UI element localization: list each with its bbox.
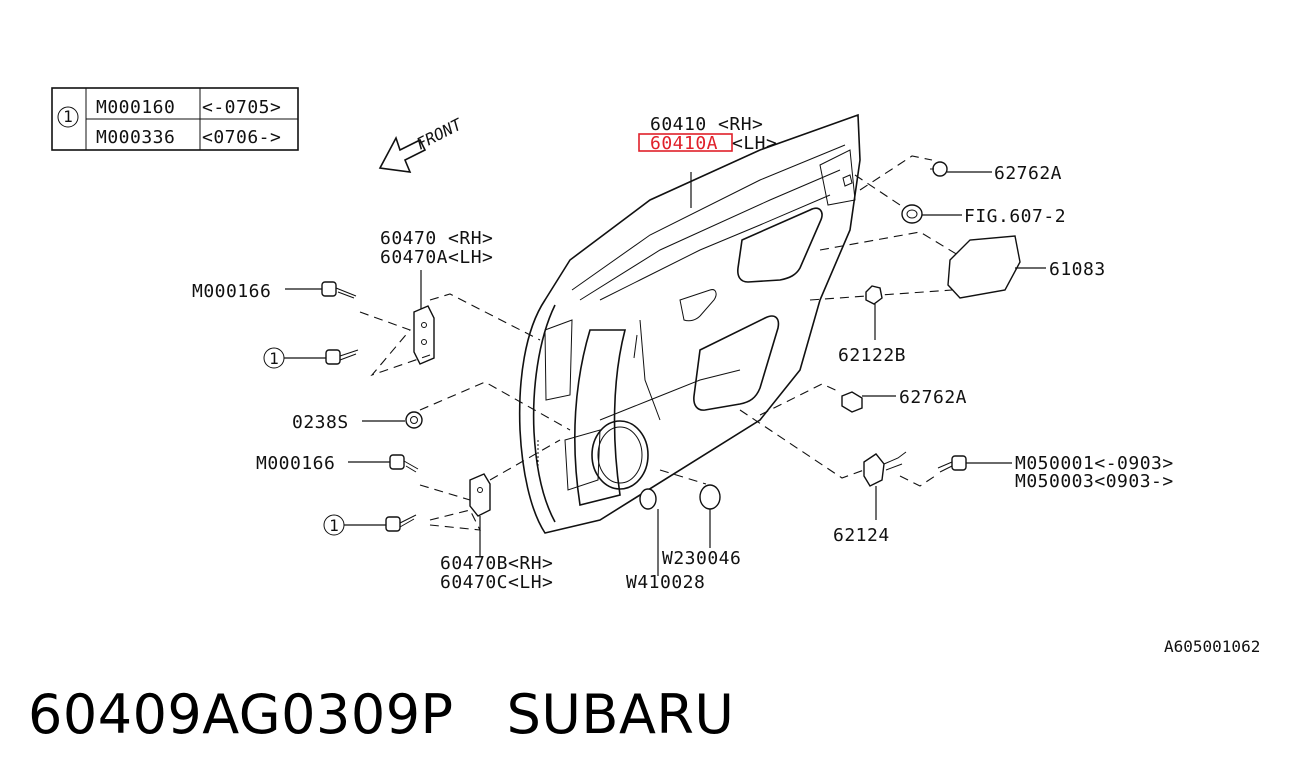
hinge-upper: [413, 305, 435, 365]
screw-M050001-icon: [937, 455, 967, 473]
plug-W410028: [639, 488, 657, 510]
latch-62124: [863, 451, 907, 487]
footer-part-number: 60409AG0309P: [28, 683, 454, 746]
label-60470C-lh: 60470C<LH>: [440, 572, 553, 593]
label-62762A-mid: 62762A: [899, 387, 967, 408]
grommet-icon: [901, 204, 923, 224]
label-60470-rh: 60470 <RH>: [380, 228, 493, 249]
legend-range-2: <0706->: [202, 127, 281, 148]
label-62762A-top: 62762A: [994, 163, 1062, 184]
legend-marker: 1: [63, 107, 73, 126]
marker-lower: 1: [329, 516, 339, 535]
label-62122B: 62122B: [838, 345, 906, 366]
clip-62122B: [865, 285, 883, 305]
plug-62762A-mid: [841, 391, 863, 413]
marker-upper: 1: [269, 349, 279, 368]
hinge-lower: [469, 473, 491, 517]
nut-0238S-icon: [405, 411, 423, 429]
label-M050001: M050001<-0903>: [1015, 453, 1174, 474]
legend-table: 1 M000160 <-0705> M000336 <0706->: [51, 87, 299, 151]
plug-62762A-top: [930, 161, 948, 177]
legend-part-2: M000336: [96, 127, 175, 148]
cover-61083: [947, 235, 1021, 299]
footer-title: 60409AG0309P SUBARU: [28, 683, 734, 746]
highlight-box: [638, 133, 733, 152]
bolt-marker-upper-icon: [325, 349, 359, 365]
label-60470B-rh: 60470B<RH>: [440, 553, 553, 574]
diagram-id: A605001062: [1164, 637, 1260, 656]
bolt-upper-icon: [321, 281, 357, 299]
label-W410028: W410028: [626, 572, 705, 593]
legend-marker-circle: [57, 106, 79, 128]
legend-part-1: M000160: [96, 97, 175, 118]
bolt-marker-lower-icon: [385, 514, 417, 532]
front-arrow-icon: FRONT: [378, 114, 466, 173]
door-panel: [518, 113, 861, 534]
legend-range-1: <-0705>: [202, 97, 281, 118]
label-60410A-code[interactable]: 60410A: [650, 133, 718, 154]
plug-W230046: [699, 484, 721, 510]
bolt-lower-icon: [389, 454, 419, 473]
label-62124: 62124: [833, 525, 890, 546]
footer-brand: SUBARU: [506, 683, 735, 746]
label-fig-607-2: FIG.607-2: [964, 206, 1066, 227]
label-0238S: 0238S: [292, 412, 349, 433]
label-61083: 61083: [1049, 259, 1106, 280]
label-60410-rh: 60410 <RH>: [650, 114, 763, 135]
label-M000166-upper: M000166: [192, 281, 271, 302]
label-60470A-lh: 60470A<LH>: [380, 247, 493, 268]
label-M050003: M050003<0903->: [1015, 471, 1174, 492]
front-label: FRONT: [413, 114, 466, 153]
label-W230046: W230046: [662, 548, 741, 569]
label-M000166-lower: M000166: [256, 453, 335, 474]
label-60410A-side: <LH>: [732, 133, 777, 154]
